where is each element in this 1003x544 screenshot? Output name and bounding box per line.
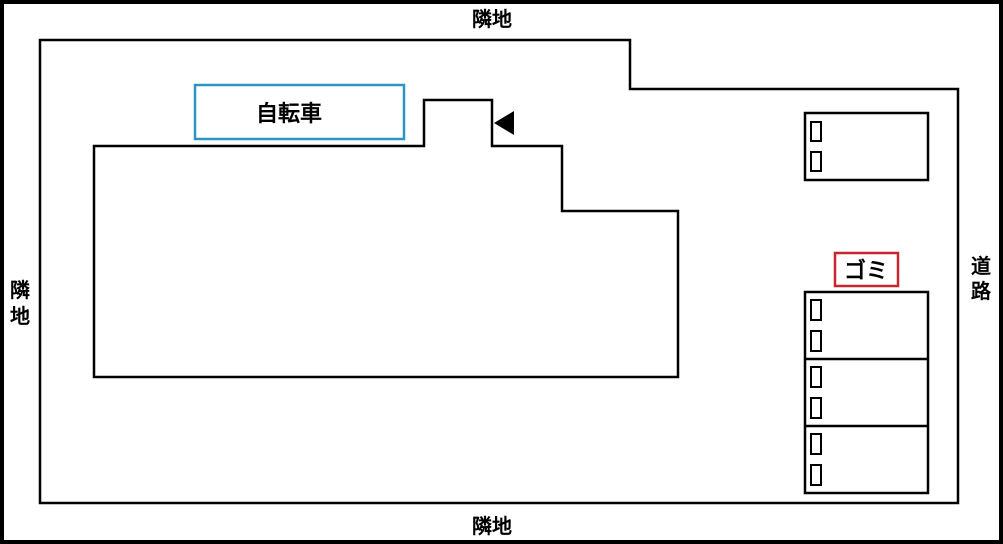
neighbor-label-bottom: 隣地: [472, 514, 512, 538]
neighbor-label-left: 地: [10, 304, 30, 328]
property-boundary: [38, 38, 960, 505]
garbage-label: ゴミ: [844, 258, 888, 284]
neighbor-label-top: 隣地: [472, 7, 512, 31]
parking-block: [803, 290, 930, 495]
wheel-stop: [810, 433, 822, 455]
garbage-area: [833, 251, 900, 288]
wheel-stop: [810, 464, 822, 486]
wheel-stop: [810, 397, 822, 419]
wheel-stop: [810, 299, 822, 321]
road-label: 道: [971, 254, 991, 278]
entrance-arrow-icon: [494, 111, 514, 135]
building-outline: [92, 98, 680, 379]
bicycle-area: [193, 83, 406, 141]
wheel-stop: [810, 366, 822, 388]
road-label: 路: [971, 279, 992, 303]
bicycle-label: 自転車: [256, 101, 322, 127]
wheel-stop: [810, 151, 822, 172]
wheel-stop: [810, 330, 822, 352]
parking-space: [803, 111, 930, 182]
neighbor-label-left: 隣: [10, 278, 30, 302]
wheel-stop: [810, 121, 822, 142]
